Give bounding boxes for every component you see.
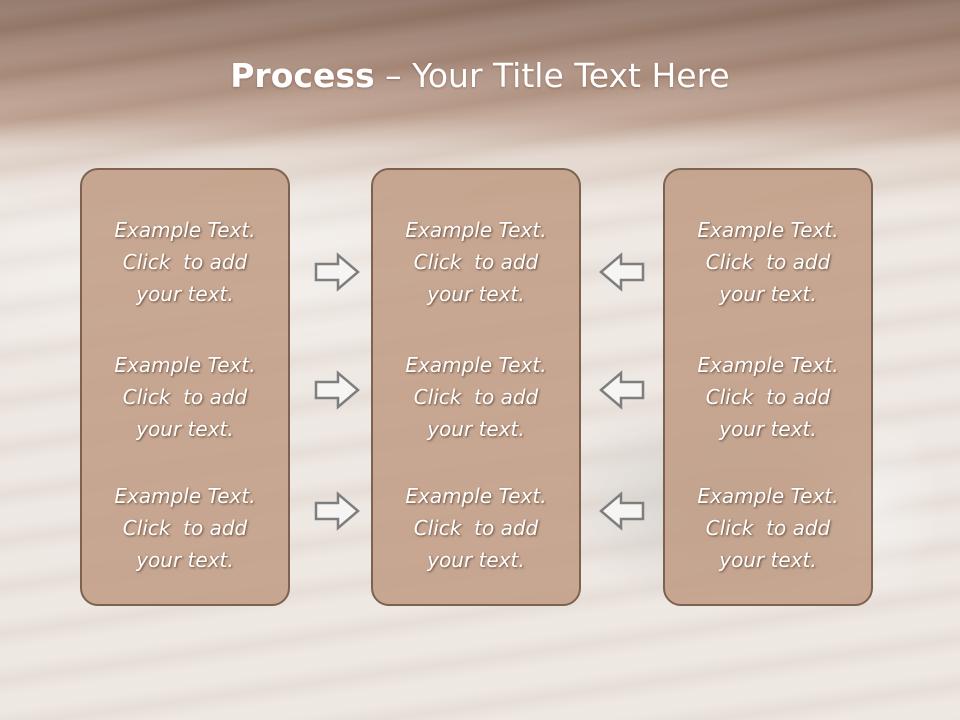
text-block[interactable]: Example Text. Click to add your text. bbox=[665, 480, 871, 576]
text-line: Click to add bbox=[413, 516, 539, 540]
right-arrow-icon bbox=[314, 252, 362, 292]
text-line: your text. bbox=[719, 417, 817, 441]
text-block[interactable]: Example Text. Click to add your text. bbox=[82, 214, 288, 310]
text-line: Click to add bbox=[705, 385, 831, 409]
text-line: Click to add bbox=[122, 250, 248, 274]
text-line: Click to add bbox=[705, 516, 831, 540]
title-separator: – bbox=[374, 56, 413, 95]
text-line: your text. bbox=[136, 548, 234, 572]
text-line: Example Text. bbox=[405, 484, 547, 508]
text-line: Example Text. bbox=[405, 218, 547, 242]
text-line: Example Text. bbox=[697, 218, 839, 242]
left-arrow-icon bbox=[597, 491, 645, 531]
text-block[interactable]: Example Text. Click to add your text. bbox=[373, 480, 579, 576]
text-line: your text. bbox=[136, 282, 234, 306]
text-line: Example Text. bbox=[697, 484, 839, 508]
text-line: Click to add bbox=[705, 250, 831, 274]
text-block[interactable]: Example Text. Click to add your text. bbox=[665, 214, 871, 310]
text-block[interactable]: Example Text. Click to add your text. bbox=[373, 349, 579, 445]
text-block[interactable]: Example Text. Click to add your text. bbox=[82, 349, 288, 445]
text-line: Example Text. bbox=[114, 218, 256, 242]
text-block[interactable]: Example Text. Click to add your text. bbox=[82, 480, 288, 576]
right-arrow-icon bbox=[314, 491, 362, 531]
text-line: Example Text. bbox=[697, 353, 839, 377]
slide-title[interactable]: Process – Your Title Text Here bbox=[0, 55, 960, 97]
title-rest: Your Title Text Here bbox=[412, 56, 730, 95]
text-line: Click to add bbox=[413, 250, 539, 274]
text-line: Example Text. bbox=[405, 353, 547, 377]
text-block[interactable]: Example Text. Click to add your text. bbox=[373, 214, 579, 310]
text-line: your text. bbox=[719, 548, 817, 572]
text-line: your text. bbox=[136, 417, 234, 441]
text-line: your text. bbox=[427, 282, 525, 306]
text-line: Example Text. bbox=[114, 484, 256, 508]
text-line: your text. bbox=[719, 282, 817, 306]
text-line: your text. bbox=[427, 417, 525, 441]
process-panel-left[interactable]: Example Text. Click to add your text. Ex… bbox=[80, 168, 290, 606]
text-line: Click to add bbox=[122, 385, 248, 409]
left-arrow-icon bbox=[597, 370, 645, 410]
text-line: Example Text. bbox=[114, 353, 256, 377]
process-panel-center[interactable]: Example Text. Click to add your text. Ex… bbox=[371, 168, 581, 606]
text-line: your text. bbox=[427, 548, 525, 572]
text-line: Click to add bbox=[413, 385, 539, 409]
right-arrow-icon bbox=[314, 370, 362, 410]
title-bold: Process bbox=[230, 56, 375, 95]
text-line: Click to add bbox=[122, 516, 248, 540]
left-arrow-icon bbox=[597, 252, 645, 292]
text-block[interactable]: Example Text. Click to add your text. bbox=[665, 349, 871, 445]
process-panel-right[interactable]: Example Text. Click to add your text. Ex… bbox=[663, 168, 873, 606]
